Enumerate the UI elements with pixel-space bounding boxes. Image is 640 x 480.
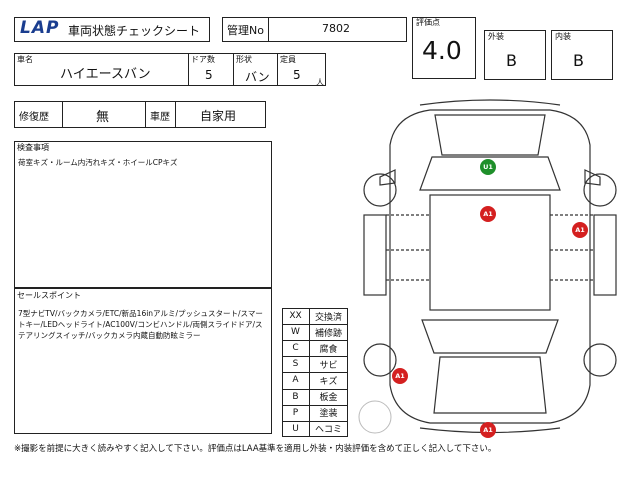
car-rear-window	[421, 319, 559, 354]
footer-note: ※撮影を前提に大きく読みやすく記入して下さい。評価点はLAA基準を適用し外装・内…	[14, 444, 497, 454]
exterior-label: 外装	[488, 32, 504, 41]
usage-value: 自家用	[200, 109, 237, 123]
history-div-2	[145, 101, 146, 128]
legend-row-divider	[282, 372, 348, 374]
score-label: 評価点	[416, 18, 440, 27]
capacity-value: 5	[293, 68, 301, 82]
sales-label: セールスポイント	[17, 291, 81, 300]
mgmt-box	[222, 17, 407, 42]
car-hood	[434, 114, 546, 156]
history-div-1	[62, 101, 63, 128]
legend-row-divider	[282, 324, 348, 326]
wheel-front-right	[583, 173, 617, 207]
damage-mark: A1	[392, 368, 408, 384]
legend-meaning: 板金	[319, 393, 338, 404]
lap-logo: LAP	[20, 18, 60, 38]
legend-code: S	[292, 359, 299, 370]
score-box	[412, 17, 476, 79]
usage-label: 車歴	[150, 112, 170, 123]
shape-label: 形状	[236, 55, 252, 64]
sales-box	[14, 288, 272, 434]
spare-tire	[358, 400, 392, 434]
shape-value: バン	[245, 70, 270, 84]
doors-label: ドア数	[191, 55, 215, 64]
damage-mark: A1	[480, 206, 496, 222]
logo-title-box	[14, 17, 210, 42]
legend-code: B	[292, 391, 299, 402]
sales-text: 7型ナビTV/バックカメラ/ETC/新品16inアルミ/プッシュスタート/スマー…	[18, 309, 263, 340]
wheel-rear-right	[583, 343, 617, 377]
vehicle-div-1	[188, 53, 189, 86]
legend-meaning: 塗装	[319, 409, 338, 420]
legend-row-divider	[282, 388, 348, 390]
mirror-right	[584, 169, 601, 186]
wheel-front-left	[363, 173, 397, 207]
car-right-side	[593, 214, 617, 296]
car-windshield	[419, 156, 561, 191]
repair-value: 無	[96, 110, 110, 125]
damage-mark: A1	[572, 222, 588, 238]
legend-code: A	[292, 375, 299, 386]
repair-label: 修復歴	[19, 112, 49, 123]
legend-code: P	[292, 407, 299, 418]
legend-meaning: 補修跡	[314, 328, 342, 339]
score-value: 4.0	[422, 36, 462, 65]
interior-box	[551, 30, 613, 80]
wheel-rear-left	[363, 343, 397, 377]
legend-meaning: ヘコミ	[314, 425, 342, 436]
capacity-unit: 人	[316, 78, 324, 87]
legend-code: XX	[289, 311, 302, 322]
sheet-title: 車両状態チェックシート	[68, 24, 201, 38]
interior-label: 内装	[555, 32, 571, 41]
legend-row-divider	[282, 356, 348, 358]
mgmt-label: 管理No	[227, 24, 264, 37]
vehicle-row	[14, 53, 326, 86]
notes-text: 荷室キズ・ルーム内汚れキズ・ホイールCPキズ	[18, 158, 178, 167]
damage-mark: U1	[480, 159, 496, 175]
legend-row-divider	[282, 340, 348, 342]
exterior-value: B	[506, 51, 517, 70]
legend-code: C	[292, 343, 299, 354]
car-left-side	[363, 214, 387, 296]
mgmt-value: 7802	[322, 22, 350, 35]
car-roof	[429, 194, 551, 311]
notes-label: 検査事項	[17, 143, 49, 152]
legend-code: W	[291, 327, 300, 338]
interior-value: B	[573, 51, 584, 70]
legend-row-divider	[282, 404, 348, 406]
legend-meaning: キズ	[319, 376, 338, 387]
car-body-outline	[389, 109, 591, 424]
car-diagram	[358, 99, 617, 434]
legend-meaning: 交換済	[314, 312, 342, 323]
notes-box	[14, 141, 272, 288]
legend-row-divider	[282, 420, 348, 422]
legend-meaning: サビ	[319, 360, 338, 371]
mirror-left	[379, 169, 396, 186]
legend-meaning: 腐食	[319, 344, 338, 355]
legend-code: U	[292, 423, 299, 434]
car-name-label: 車名	[17, 55, 33, 64]
doors-value: 5	[205, 68, 213, 82]
capacity-label: 定員	[280, 55, 296, 64]
mgmt-divider	[268, 17, 269, 42]
vehicle-div-3	[277, 53, 278, 86]
damage-mark: A1	[480, 422, 496, 438]
vehicle-div-2	[233, 53, 234, 86]
exterior-box	[484, 30, 546, 80]
car-rear-door	[433, 356, 547, 414]
front-bumper	[419, 99, 561, 106]
car-name-value: ハイエースバン	[60, 67, 151, 82]
history-div-3	[175, 101, 176, 128]
history-row	[14, 101, 266, 128]
